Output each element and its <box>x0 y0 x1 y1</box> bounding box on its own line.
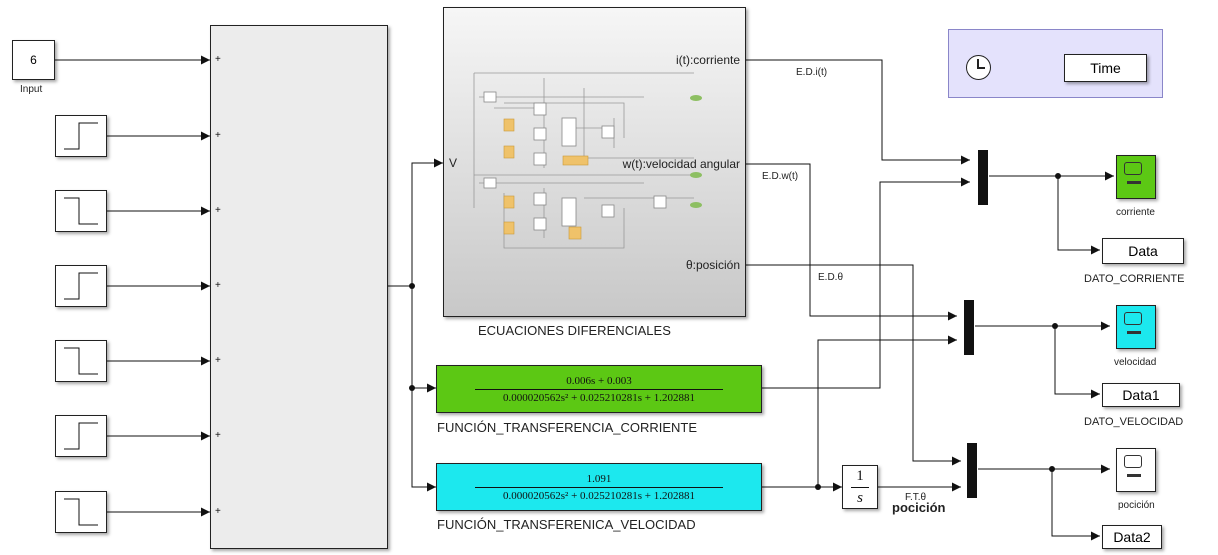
scope-screen-icon <box>1124 455 1142 468</box>
integrator-denominator: s <box>857 489 863 506</box>
step-up-icon <box>64 422 98 450</box>
junction-sum <box>409 283 415 289</box>
constant-value: 6 <box>30 53 37 67</box>
signal-ed-theta: E.D.θ <box>818 272 844 283</box>
signal-pocicion-label: pocición <box>892 500 946 515</box>
step-up-icon <box>64 272 98 300</box>
mux-block-1[interactable] <box>978 150 988 205</box>
step-block-6[interactable] <box>55 491 107 533</box>
tf-velocity-denominator: 0.000020562s² + 0.025210281s + 1.202881 <box>502 489 696 502</box>
sum-input-sign: + <box>215 130 221 141</box>
scope-velocity[interactable] <box>1116 305 1156 349</box>
junction-mux3 <box>1049 466 1055 472</box>
wire-velocity-branch <box>817 335 957 487</box>
junction-velocity <box>815 484 821 490</box>
tf-velocity-block[interactable]: 1.091 0.000020562s² + 0.025210281s + 1.2… <box>436 463 762 511</box>
wire-ed-theta <box>746 264 961 466</box>
signal-ft-theta: F.T.θ <box>905 492 927 503</box>
signal-ed-w: E.D.w(t) <box>762 171 799 182</box>
subsystem-out-port-position: θ:posición <box>685 258 740 272</box>
wire-mux2-branch <box>1054 326 1100 399</box>
sum-block[interactable] <box>210 25 388 549</box>
step-block-4[interactable] <box>55 340 107 382</box>
subsystem-preview <box>473 72 702 249</box>
to-workspace-position-text: Data2 <box>1113 529 1151 545</box>
tf-current-denominator: 0.000020562s² + 0.025210281s + 1.202881 <box>502 391 696 404</box>
sum-input-sign: + <box>215 355 221 366</box>
clock-icon[interactable] <box>966 55 991 80</box>
step-block-2[interactable] <box>55 190 107 232</box>
integrator-fraction: 1 s <box>843 466 877 508</box>
subsystem-label: ECUACIONES DIFERENCIALES <box>478 323 671 338</box>
scope-current-label: corriente <box>1116 207 1155 218</box>
wire-to-tf-current <box>411 286 436 393</box>
junction-tf <box>409 385 415 391</box>
tf-current-label: FUNCIÓN_TRANSFERENCIA_CORRIENTE <box>437 420 698 435</box>
integrator-numerator: 1 <box>856 467 864 484</box>
mux-block-3[interactable] <box>967 443 977 498</box>
tf-current-numerator: 0.006s + 0.003 <box>566 374 632 387</box>
scope-velocity-label: velocidad <box>1114 357 1157 368</box>
scope-position[interactable] <box>1116 448 1156 492</box>
subsystem-out-port-current: i(t):corriente <box>675 53 740 67</box>
to-workspace-position[interactable]: Data2 <box>1102 525 1162 549</box>
step-block-5[interactable] <box>55 415 107 457</box>
to-workspace-velocity-label: DATO_VELOCIDAD <box>1084 416 1184 428</box>
sum-input-sign: + <box>215 280 221 291</box>
wire-ed-i <box>746 59 970 165</box>
tf-velocity-fraction: 1.091 0.000020562s² + 0.025210281s + 1.2… <box>437 464 761 510</box>
subsystem-block[interactable] <box>443 7 746 317</box>
constant-label: Input <box>20 84 43 95</box>
to-workspace-current-label: DATO_CORRIENTE <box>1084 273 1185 285</box>
signal-ed-i: E.D.i(t) <box>796 67 828 78</box>
tf-current-block[interactable]: 0.006s + 0.003 0.000020562s² + 0.0252102… <box>436 365 762 413</box>
scope-current[interactable] <box>1116 155 1156 199</box>
to-workspace-current-text: Data <box>1128 243 1158 259</box>
tf-velocity-numerator: 1.091 <box>586 472 612 485</box>
scope-screen-icon <box>1124 162 1142 175</box>
step-down-icon <box>64 347 98 375</box>
wire-mux3-branch <box>1051 469 1100 541</box>
subsystem-in-port: V <box>449 156 458 170</box>
wire-to-tf-velocity <box>411 388 436 492</box>
mux-block-2[interactable] <box>964 300 974 355</box>
step-block-3[interactable] <box>55 265 107 307</box>
wire-ed-w <box>746 163 957 321</box>
sum-input-sign: + <box>215 430 221 441</box>
to-workspace-velocity[interactable]: Data1 <box>1102 383 1180 407</box>
step-up-icon <box>64 122 98 150</box>
step-down-icon <box>64 498 98 526</box>
to-workspace-velocity-text: Data1 <box>1122 387 1160 403</box>
tf-current-fraction: 0.006s + 0.003 0.000020562s² + 0.0252102… <box>437 366 761 412</box>
wire-to-subsystem <box>411 158 443 286</box>
scope-position-label: pocición <box>1118 500 1155 511</box>
wire-mux1-branch <box>1057 176 1100 255</box>
sum-input-sign: + <box>215 205 221 216</box>
constant-block[interactable]: 6 <box>12 40 55 80</box>
time-block-text: Time <box>1090 60 1121 76</box>
sum-input-sign: + <box>215 506 221 517</box>
tf-velocity-label: FUNCIÓN_TRANSFERENICA_VELOCIDAD <box>437 517 696 532</box>
step-block-1[interactable] <box>55 115 107 157</box>
wire-tf-current-out <box>762 177 970 389</box>
subsystem-out-port-velocity: w(t):velocidad angular <box>622 157 740 171</box>
step-down-icon <box>64 197 98 225</box>
integrator-block[interactable]: 1 s <box>842 465 878 509</box>
junction-mux1 <box>1055 173 1061 179</box>
junction-mux2 <box>1052 323 1058 329</box>
time-block[interactable]: Time <box>1064 54 1147 82</box>
to-workspace-current[interactable]: Data <box>1102 238 1184 264</box>
scope-screen-icon <box>1124 312 1142 325</box>
sum-input-sign: + <box>215 54 221 65</box>
